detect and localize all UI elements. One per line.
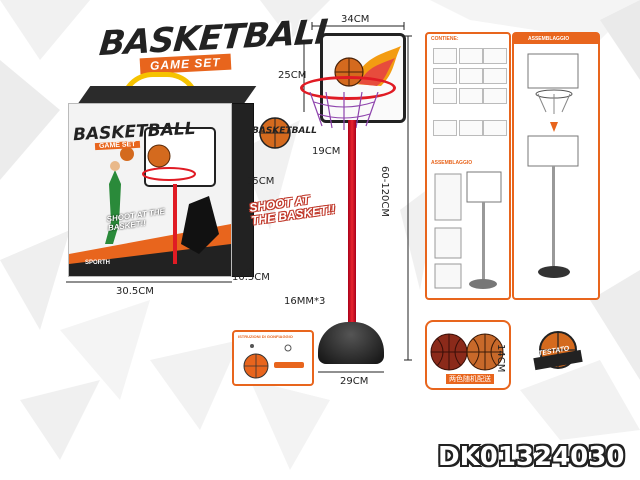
assembly-right-heading: ASSEMBLAGGIO (528, 36, 570, 42)
part-cell (459, 68, 483, 84)
part-cell (433, 68, 457, 84)
product-code: DK01324030 (438, 442, 625, 472)
hoop-net (309, 92, 379, 130)
box-depth-label: 10.5CM (232, 272, 270, 283)
part-cell (483, 48, 507, 64)
part-cell (459, 88, 483, 104)
sticker-logo-text: BASKETBALL (252, 126, 317, 136)
box-width-label: 30.5CM (116, 286, 154, 297)
part-cell (483, 68, 507, 84)
base-width-label: 29CM (340, 376, 369, 387)
box-height-label: 35CM (246, 176, 275, 187)
height-range-label: 60-120CM (379, 166, 390, 218)
box-artwork (69, 127, 231, 276)
rim-diameter-label: 19CM (312, 146, 341, 157)
assembly-diagram (434, 171, 502, 289)
assembly-heading: ASSEMBLAGGIO (431, 160, 473, 166)
balls-option-box (425, 320, 511, 390)
contents-panel: CONTIENE: ASSEMBLAGGIO (425, 32, 511, 300)
part-cell (459, 120, 483, 136)
assembly-panel: ASSEMBLAGGIO (512, 32, 600, 300)
box-front: BASKETBALL GAME SET SHOOT AT THE BASKET!… (68, 103, 232, 277)
hoop-rim (300, 76, 396, 100)
part-cell (459, 48, 483, 64)
part-cell (433, 120, 457, 136)
part-cell (433, 48, 457, 64)
assembly-panel-header (514, 34, 598, 44)
part-cell (483, 88, 507, 104)
hoop-base (318, 322, 384, 364)
hoop-pole (348, 120, 356, 332)
inflation-heading: ISTRUZIONI DI GONFIAGGIO (238, 334, 293, 339)
contents-heading: CONTIENE: (431, 36, 459, 42)
part-cell (483, 120, 507, 136)
board-height-label: 25CM (278, 70, 307, 81)
ball-size-label: 14CM (495, 344, 506, 373)
inflation-diagram (243, 344, 304, 379)
testato-badge (533, 331, 583, 371)
box-brand-tag: SPORTH (85, 260, 111, 266)
board-width-label: 34CM (341, 14, 370, 25)
inflation-panel: ISTRUZIONI DI GONFIAGGIO (232, 330, 314, 386)
assembly-steps-diagram (527, 53, 579, 278)
part-cell (433, 88, 457, 104)
pole-size-label: 16MM*3 (284, 296, 326, 307)
balls-illustration (430, 333, 504, 371)
basketball-sticker (259, 117, 291, 149)
balls-caption: 两色随机配送 (446, 374, 494, 384)
